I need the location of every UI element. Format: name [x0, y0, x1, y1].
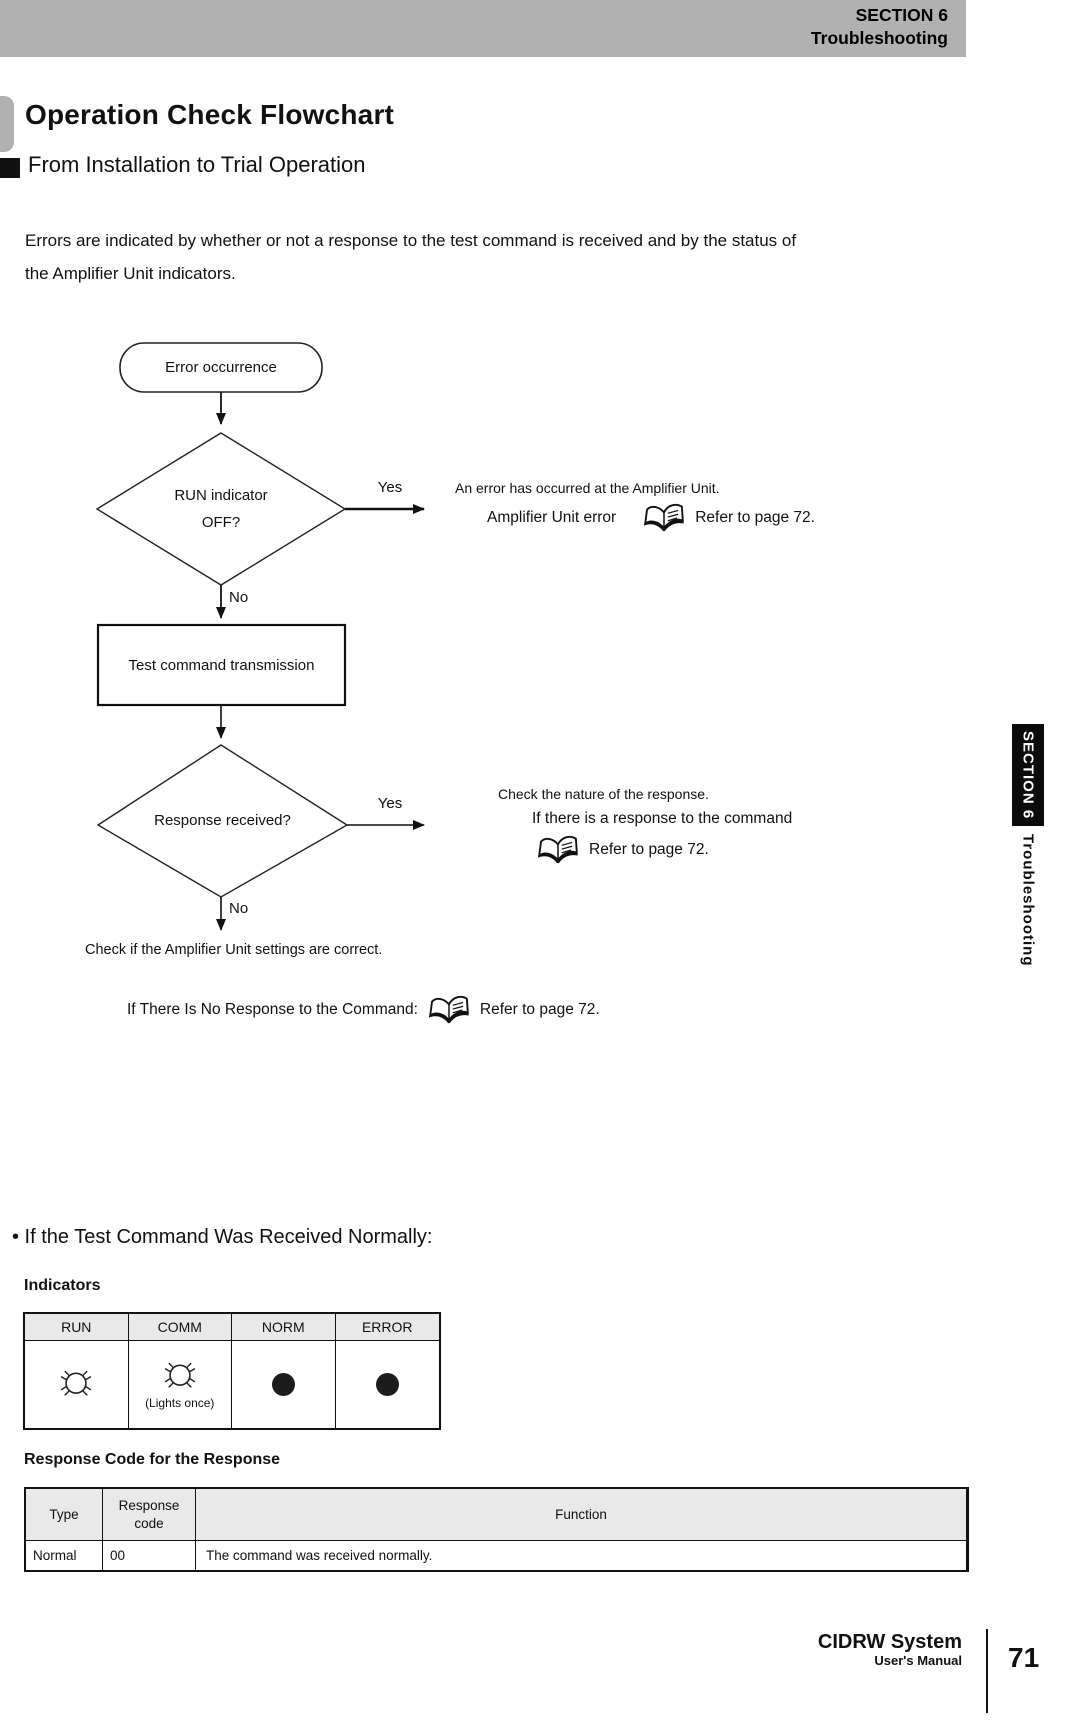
open-book-icon	[536, 834, 580, 866]
indicators-col-norm: NORM	[232, 1314, 336, 1341]
branch1-note-line2: Amplifier Unit error Refer to page 72.	[487, 500, 815, 536]
decision2-no-label: No	[229, 900, 249, 917]
decision1-yes-label: Yes	[377, 479, 403, 496]
decision1-line2: OFF?	[201, 514, 241, 531]
side-tab-chapter-label: Troubleshooting	[1019, 834, 1037, 967]
flowchart-node-process1: Test command transmission	[128, 656, 315, 674]
received-normally-heading: • If the Test Command Was Received Norma…	[12, 1226, 433, 1248]
lamp-off-dot-icon	[271, 1373, 295, 1396]
lamp-off-dot-icon	[375, 1373, 399, 1396]
no-branch-note: Check if the Amplifier Unit settings are…	[85, 942, 383, 958]
intro-paragraph: Errors are indicated by whether or not a…	[25, 224, 905, 290]
section-subtitle: From Installation to Trial Operation	[28, 152, 366, 177]
indicators-table: RUN COMM NORM ERROR (Lights once)	[23, 1312, 441, 1430]
flowchart-node-decision1: RUN indicator OFF?	[97, 482, 345, 536]
decision1-line1: RUN indicator	[174, 487, 268, 504]
flowchart-diagram	[95, 342, 425, 931]
footer-page-number: 71	[1008, 1642, 1040, 1673]
lamp-flashing-icon	[161, 1359, 199, 1395]
branch2-note-line2: If there is a response to the command	[532, 810, 793, 827]
side-tab-section: SECTION 6	[1012, 724, 1044, 826]
footer-divider-line	[986, 1629, 988, 1713]
footer-product-name: CIDRW System	[817, 1631, 962, 1653]
intro-line-1: Errors are indicated by whether or not a…	[25, 231, 797, 250]
no-response-label: If There Is No Response to the Command:	[127, 1001, 418, 1018]
branch2-note-line1: Check the nature of the response.	[498, 786, 709, 802]
branch1-error-label: Amplifier Unit error	[487, 509, 617, 526]
indicators-col-error: ERROR	[335, 1314, 439, 1341]
response-col-type: Type	[26, 1489, 103, 1541]
branch2-refer-label: Refer to page 72.	[589, 841, 709, 858]
decision2-yes-label: Yes	[377, 795, 403, 812]
indicator-cell-run	[25, 1341, 129, 1428]
response-row-function: The command was received normally.	[196, 1541, 967, 1570]
intro-line-2: the Amplifier Unit indicators.	[25, 264, 236, 283]
open-book-icon	[642, 502, 686, 534]
branch2-refer-row: Refer to page 72.	[536, 832, 709, 868]
response-row-type: Normal	[26, 1541, 103, 1570]
response-code-heading: Response Code for the Response	[24, 1451, 281, 1468]
title-side-tab-decoration	[0, 96, 14, 152]
page-header-bar: SECTION 6 Troubleshooting	[0, 0, 966, 57]
indicator-cell-norm	[232, 1341, 336, 1428]
decision1-no-label: No	[229, 589, 249, 606]
lamp-flashing-icon	[57, 1367, 95, 1403]
response-col-function: Function	[196, 1489, 967, 1541]
footer-manual-label: User's Manual	[874, 1653, 962, 1668]
page-header-text: SECTION 6 Troubleshooting	[811, 4, 948, 50]
flowchart-node-start: Error occurrence	[165, 359, 277, 376]
side-tab-chapter: Troubleshooting	[1012, 834, 1044, 1014]
branch1-note-line1: An error has occurred at the Amplifier U…	[455, 480, 720, 496]
process1-shape	[96, 623, 347, 707]
lights-once-note: (Lights once)	[145, 1396, 215, 1410]
indicators-heading: Indicators	[24, 1277, 101, 1294]
page-title: Operation Check Flowchart	[25, 99, 395, 130]
indicators-col-comm: COMM	[128, 1314, 232, 1341]
side-tab-section-label: SECTION 6	[1019, 730, 1037, 820]
response-col-code: Response code	[103, 1489, 196, 1541]
response-code-table: Type Response code Function Normal 00 Th…	[24, 1487, 969, 1572]
flowchart-node-decision2: Response received?	[154, 812, 291, 829]
no-response-refer-label: Refer to page 72.	[479, 1001, 600, 1018]
header-section-label: SECTION 6	[855, 5, 948, 25]
open-book-icon	[427, 994, 471, 1026]
indicator-cell-comm: (Lights once)	[129, 1341, 232, 1428]
no-response-row: If There Is No Response to the Command: …	[127, 988, 600, 1032]
footer-product-block: CIDRW System User's Manual	[818, 1631, 962, 1669]
subtitle-square-bullet	[0, 158, 20, 178]
branch1-refer-label: Refer to page 72.	[695, 509, 815, 526]
indicators-col-run: RUN	[25, 1314, 129, 1341]
indicator-cell-error	[336, 1341, 440, 1428]
response-row-code: 00	[103, 1541, 196, 1570]
header-chapter-label: Troubleshooting	[810, 28, 948, 48]
